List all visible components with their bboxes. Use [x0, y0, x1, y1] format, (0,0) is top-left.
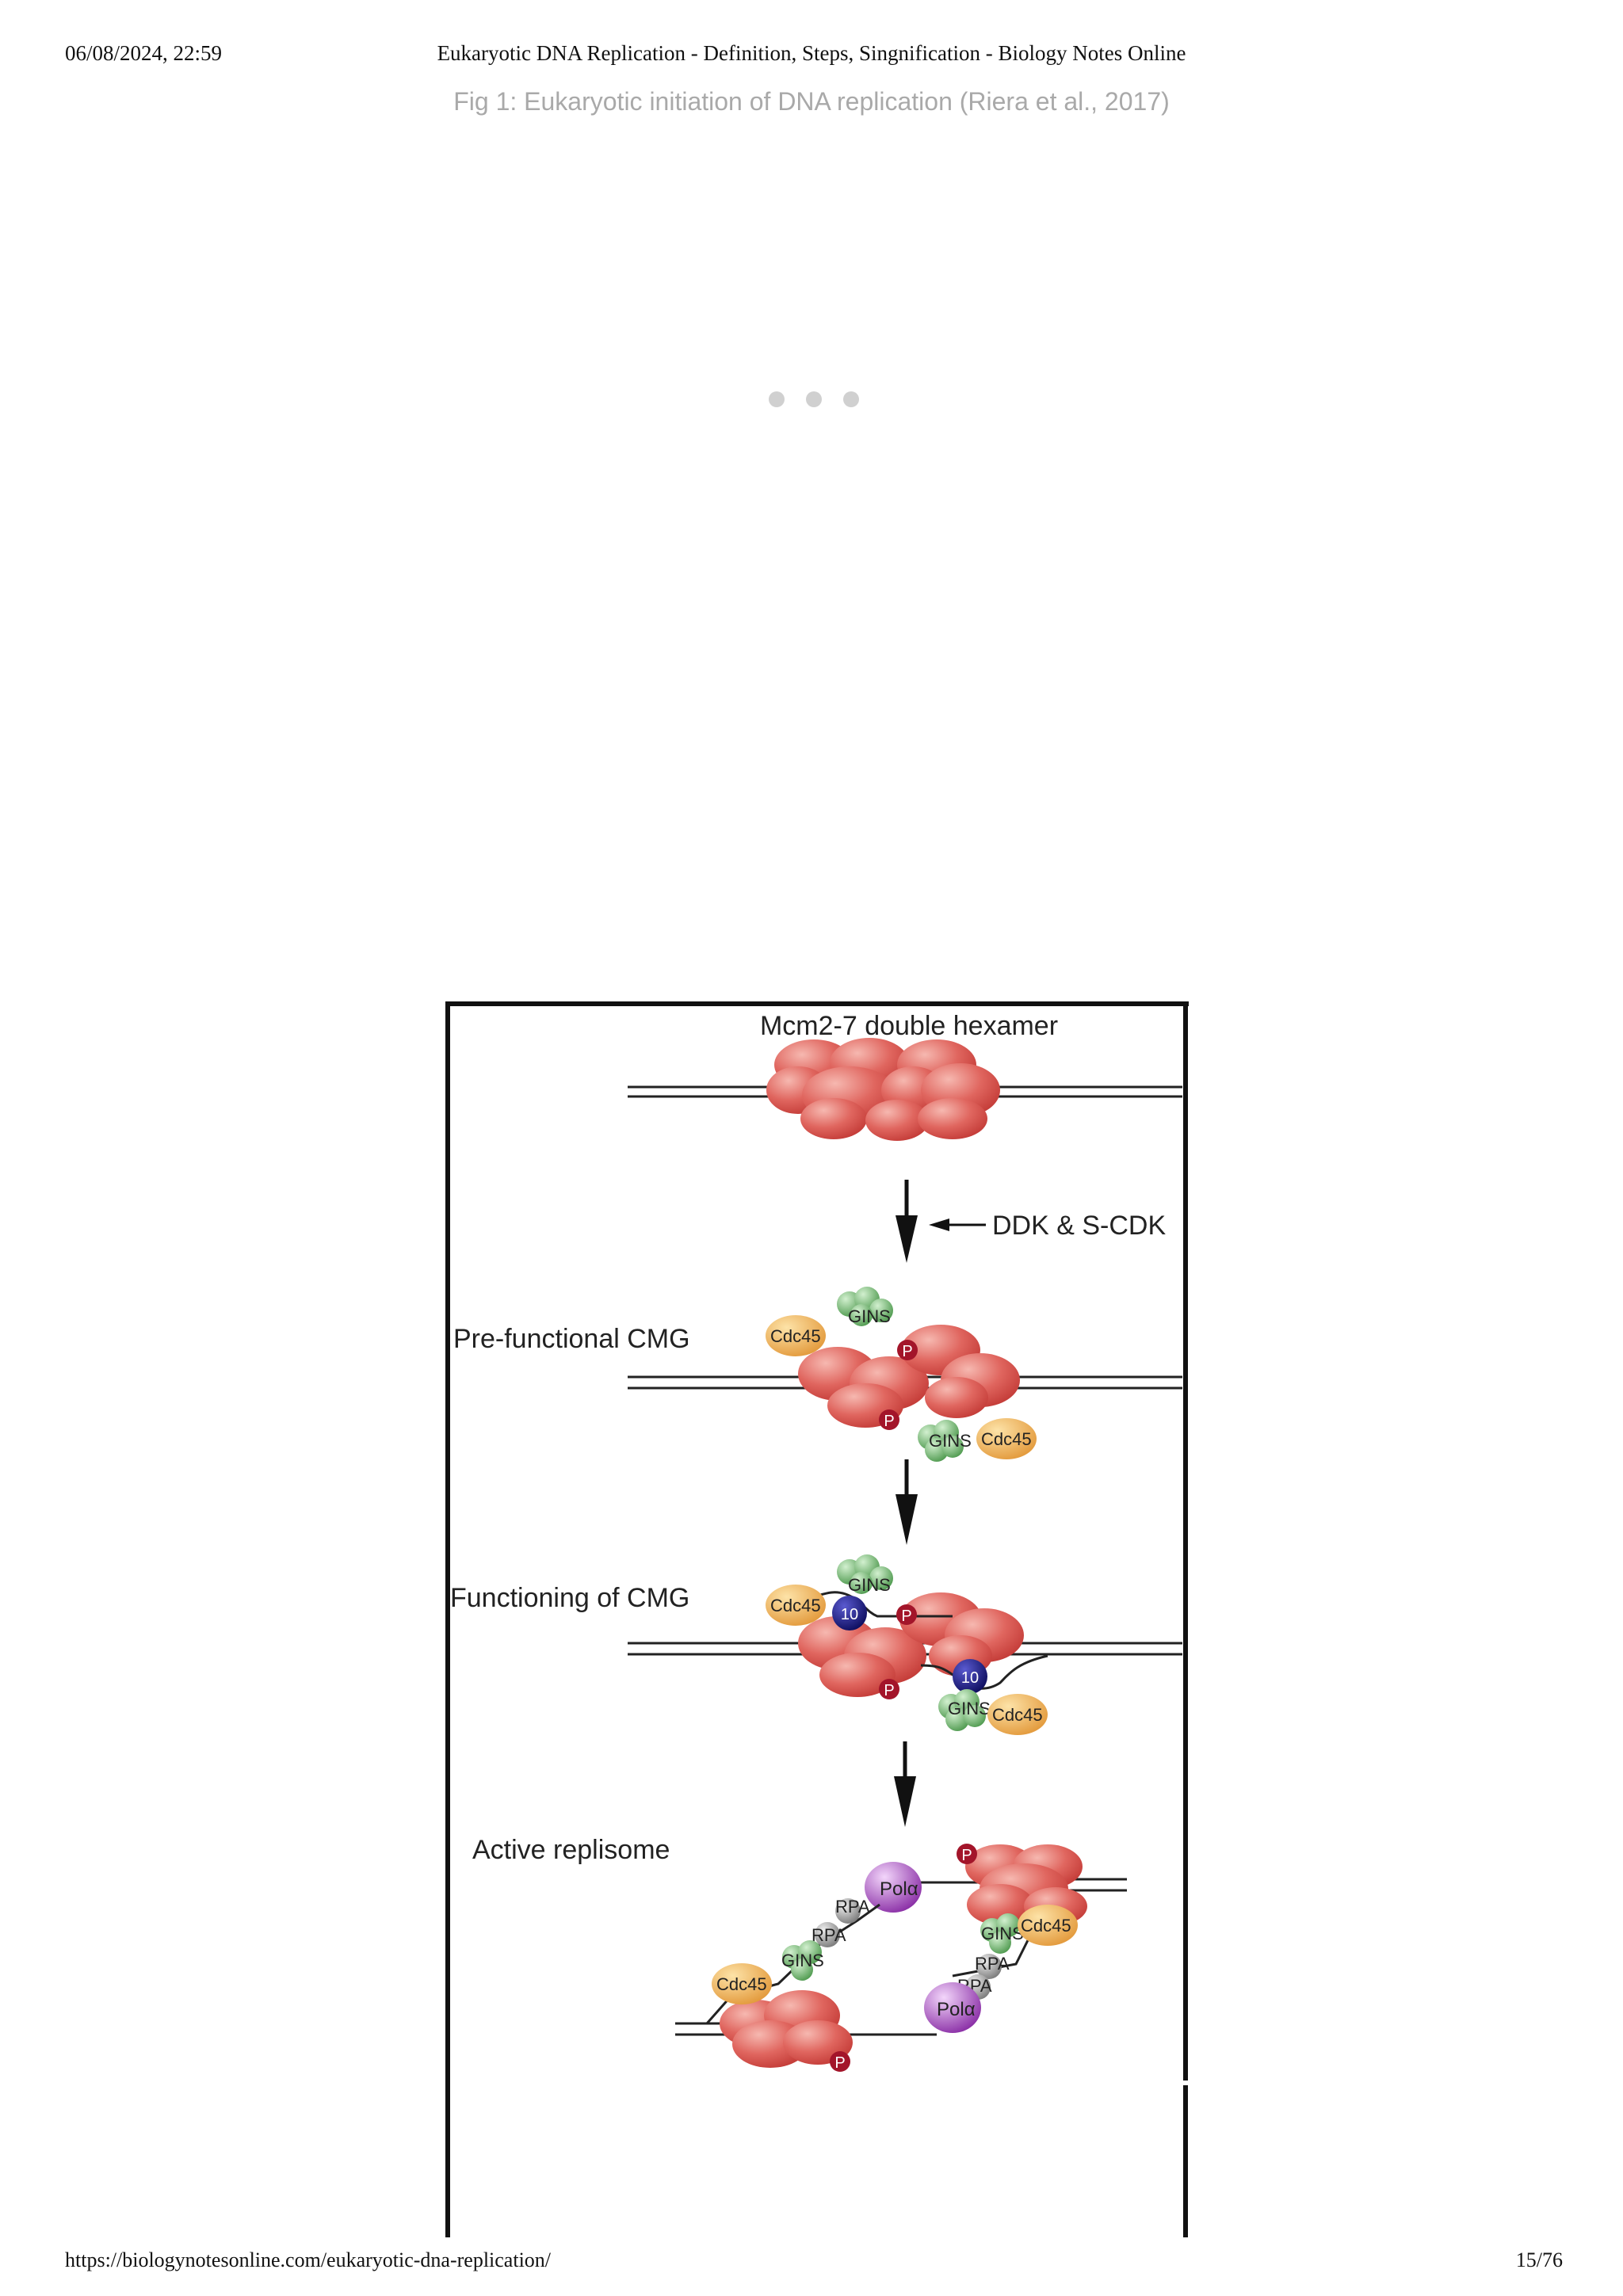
cdc45-label: Cdc45 [992, 1705, 1043, 1725]
mcm10-label: 10 [961, 1669, 979, 1687]
arrow-down-icon [894, 1741, 916, 1827]
loading-dot [843, 391, 859, 407]
page-url: https://biologynotesonline.com/eukaryoti… [65, 2248, 551, 2272]
arrow-down-icon [896, 1180, 918, 1263]
rpa-label: RPA [812, 1925, 846, 1945]
loading-indicator [762, 391, 857, 410]
gins-label: GINS [929, 1431, 972, 1451]
loading-dot [806, 391, 822, 407]
stage-title-functioning: Functioning of CMG [450, 1583, 689, 1613]
cdc45-label: Cdc45 [1021, 1916, 1071, 1936]
cdc45-label: Cdc45 [981, 1429, 1032, 1449]
cdc45-label: Cdc45 [770, 1326, 821, 1346]
cdc45-label: Cdc45 [770, 1596, 821, 1615]
gins-label: GINS [781, 1951, 824, 1970]
figure-caption: Fig 1: Eukaryotic initiation of DNA repl… [0, 87, 1623, 116]
factor-label: DDK & S-CDK [992, 1211, 1166, 1241]
phospho-label: P [961, 1847, 972, 1864]
arrow-down-icon [896, 1459, 918, 1545]
stage-title-pre: Pre-functional CMG [453, 1324, 690, 1354]
mcm-double-hexamer [766, 1038, 1000, 1141]
gins-label: GINS [981, 1924, 1024, 1943]
page-title: Eukaryotic DNA Replication - Definition,… [0, 41, 1623, 66]
phospho-label: P [834, 2054, 845, 2072]
phospho-label: P [884, 1413, 894, 1430]
phospho-label: P [884, 1682, 894, 1699]
pol-alpha-label: Polα [880, 1878, 918, 1900]
stage-title-mcm: Mcm2-7 double hexamer [760, 1011, 1058, 1041]
rpa-label: RPA [975, 1954, 1010, 1974]
gins-label: GINS [948, 1699, 991, 1718]
phospho-label: P [902, 1343, 912, 1360]
page-number: 15/76 [1516, 2248, 1563, 2272]
arrow-left-icon [929, 1219, 986, 1231]
mcm10-label: 10 [841, 1606, 858, 1623]
phospho-label: P [901, 1608, 911, 1625]
cdc45-label: Cdc45 [716, 1974, 767, 1994]
stage-title-active: Active replisome [472, 1835, 670, 1865]
gins-label: GINS [848, 1575, 891, 1595]
dna-replication-figure: Mcm2-7 double hexamer DDK & S-CDK Pre-fu… [445, 1001, 1189, 2237]
loading-dot [769, 391, 785, 407]
gins-label: GINS [848, 1306, 891, 1326]
rpa-label: RPA [835, 1897, 870, 1917]
pol-alpha-label: Polα [937, 1999, 976, 2020]
